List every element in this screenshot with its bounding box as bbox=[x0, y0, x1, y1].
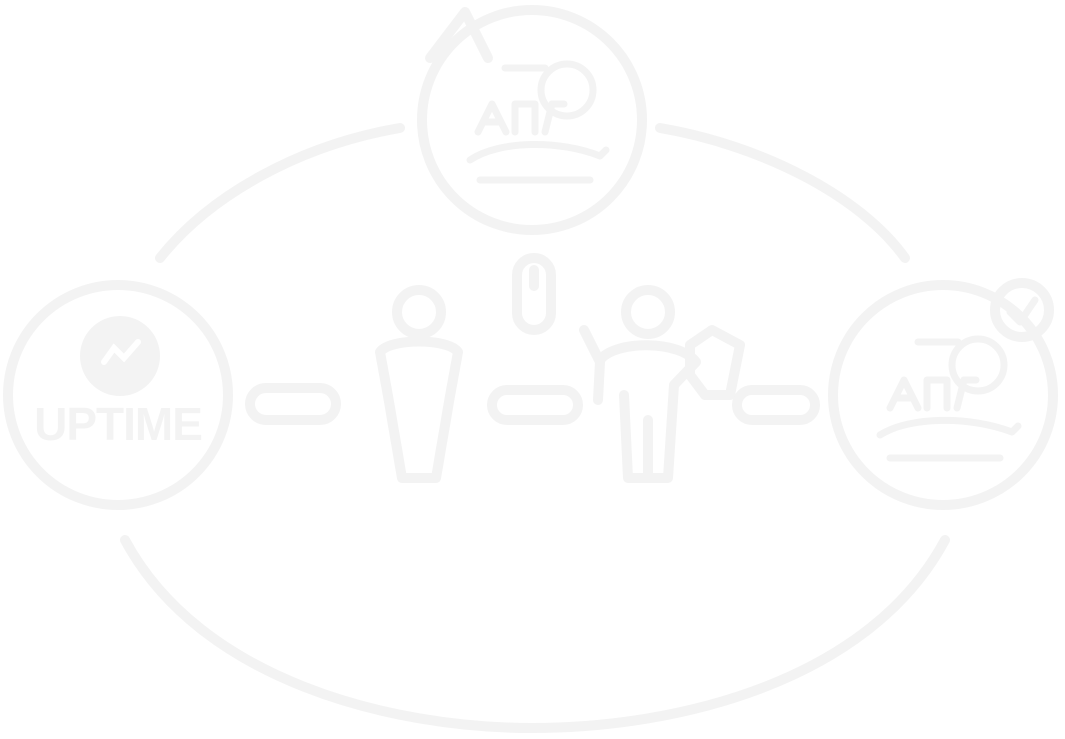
uptime-label: UPTIME bbox=[34, 398, 202, 450]
chat-bubble-icon bbox=[685, 325, 745, 400]
uptime-badge-icon bbox=[80, 316, 160, 396]
person-pointing-icon bbox=[579, 285, 701, 483]
cycle-arc-bottom bbox=[120, 535, 950, 733]
uptime-badge bbox=[3, 280, 233, 510]
badge-tab-icon bbox=[990, 278, 1054, 342]
badge-tab-icon bbox=[425, 7, 493, 63]
brand-badge-right bbox=[828, 278, 1058, 510]
brand-badge-top bbox=[417, 5, 647, 235]
badge-ring bbox=[3, 280, 233, 510]
badge-ring bbox=[417, 5, 647, 235]
cycle-arc-top-left bbox=[155, 123, 405, 263]
person-icon bbox=[375, 285, 463, 483]
cycle-arc-top-right bbox=[655, 123, 910, 263]
link-icon-left bbox=[245, 383, 341, 425]
link-icon-center bbox=[487, 385, 583, 425]
brand-badge-icon bbox=[466, 60, 610, 184]
link-icon-right bbox=[732, 385, 820, 425]
badge-ring bbox=[828, 280, 1058, 510]
brand-badge-icon bbox=[876, 335, 1022, 462]
cycle-loop bbox=[120, 123, 950, 733]
mouse-icon bbox=[512, 253, 556, 335]
